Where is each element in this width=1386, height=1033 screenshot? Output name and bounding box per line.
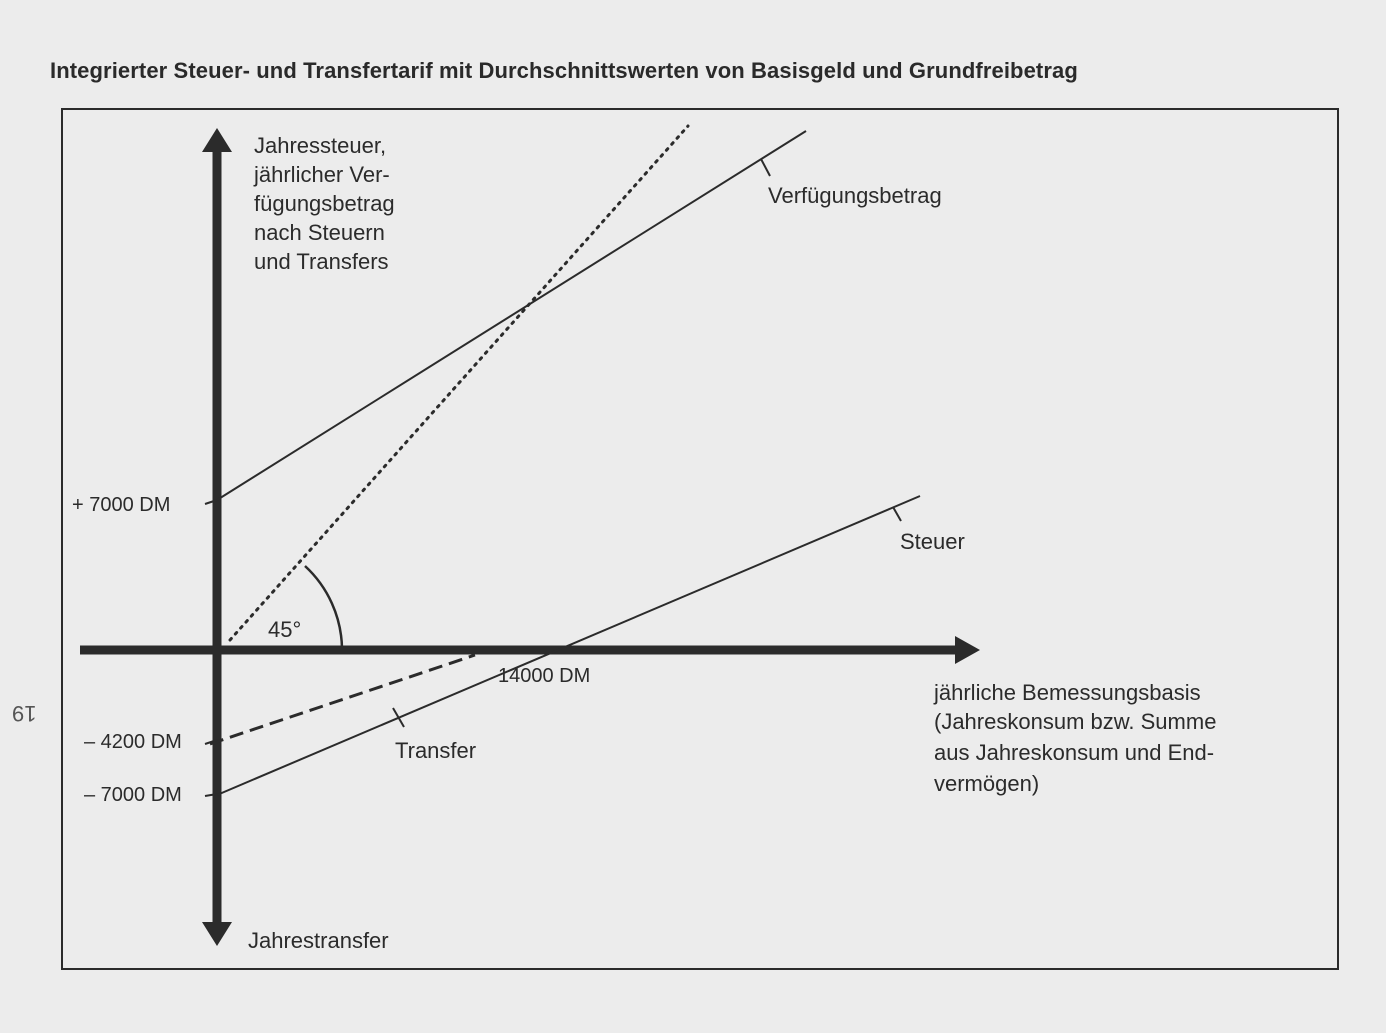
y-axis-label-line-5: und Transfers bbox=[254, 249, 389, 274]
steuer-transfer-line bbox=[216, 495, 921, 796]
x-axis-label-line-1: jährliche Bemessungsbasis bbox=[933, 680, 1201, 705]
x-axis-label: jährliche Bemessungsbasis (Jahreskonsum … bbox=[933, 680, 1223, 796]
tick-label-plus-7000: + 7000 DM bbox=[72, 494, 170, 516]
tick-label-minus-7000: – 7000 DM bbox=[84, 784, 182, 806]
verfuegungsbetrag-line bbox=[216, 130, 807, 501]
x-axis-arrow-right bbox=[955, 636, 980, 664]
label-transfer: Transfer bbox=[395, 738, 476, 763]
angle-arc bbox=[304, 565, 344, 649]
verfuegungsbetrag-label-tick bbox=[760, 158, 771, 177]
x-axis-label-line-3: aus Jahreskonsum und End- bbox=[934, 740, 1214, 765]
diagonal-45-line bbox=[228, 124, 690, 642]
angle-label-45: 45° bbox=[268, 617, 301, 642]
tick-minus-7000 bbox=[204, 793, 218, 797]
y-axis-label-line-2: jährlicher Ver- bbox=[253, 162, 390, 187]
steuer-label-tick bbox=[892, 506, 902, 522]
y-axis-label-line-1: Jahressteuer, bbox=[254, 133, 386, 158]
diagram-frame bbox=[61, 108, 1339, 970]
page-number: 19 bbox=[12, 701, 37, 726]
x-axis-label-line-2: (Jahreskonsum bzw. Summe bbox=[934, 709, 1216, 734]
tick-minus-4200 bbox=[204, 739, 218, 745]
x-axis-label-line-4: vermögen) bbox=[934, 771, 1039, 796]
average-dashed-line bbox=[209, 653, 476, 746]
y-axis-label-line-4: nach Steuern bbox=[254, 220, 385, 245]
label-steuer: Steuer bbox=[900, 529, 965, 554]
tick-plus-7000 bbox=[204, 499, 218, 505]
figure-title: Integrierter Steuer- und Transfertarif m… bbox=[50, 58, 1078, 83]
y-axis-arrow-down bbox=[202, 922, 232, 946]
tick-label-x-14000: 14000 DM bbox=[498, 665, 590, 687]
y-axis-label: Jahressteuer, jährlicher Ver- fügungsbet… bbox=[253, 133, 401, 274]
transfer-label-tick bbox=[392, 707, 405, 728]
y-axis-negative-label: Jahrestransfer bbox=[248, 928, 389, 953]
label-verfuegungsbetrag: Verfügungsbetrag bbox=[768, 183, 942, 208]
tick-label-minus-4200: – 4200 DM bbox=[84, 731, 182, 753]
y-axis-arrow-up bbox=[202, 128, 232, 152]
y-axis-label-line-3: fügungsbetrag bbox=[254, 191, 395, 216]
